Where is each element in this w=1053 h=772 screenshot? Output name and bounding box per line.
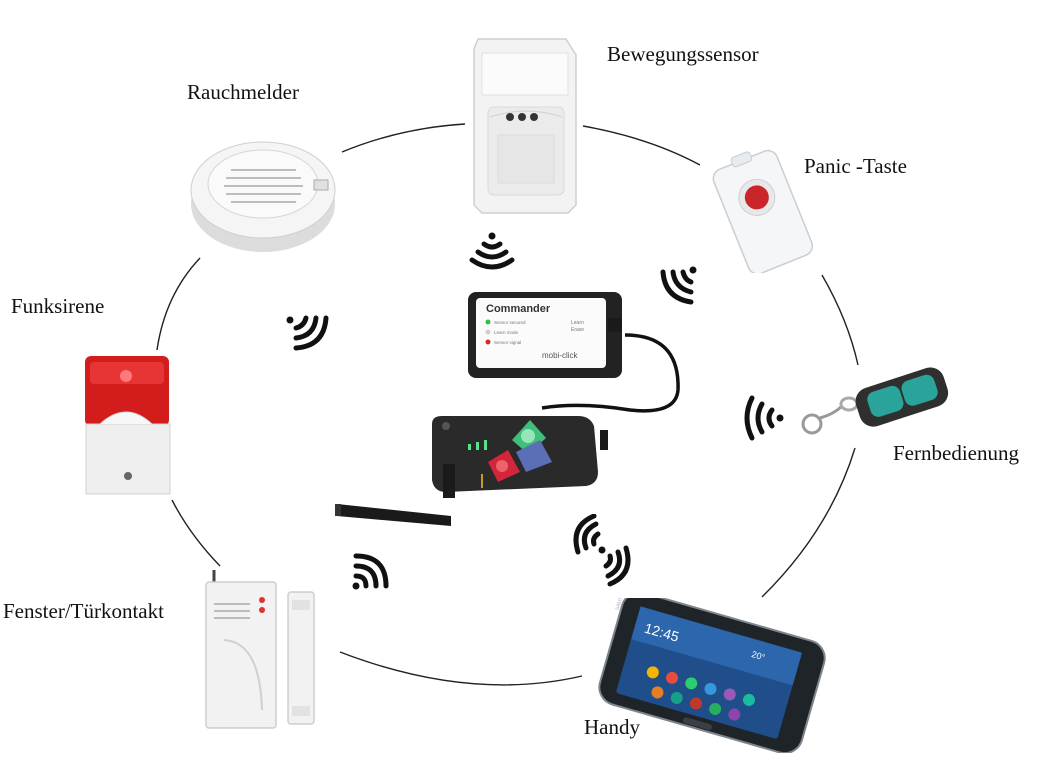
hub-brand: mobi-click	[542, 351, 579, 360]
panic-button-device	[712, 149, 814, 273]
arc-motion-to-panic	[582, 125, 701, 166]
gsm-antenna	[335, 464, 483, 526]
arc-panic-to-remote	[821, 274, 859, 366]
wifi-signal-icon-door	[352, 553, 389, 590]
door-contact-device	[205, 570, 315, 729]
label-door-contact: Fenster/Türkontakt	[3, 599, 164, 623]
arc-door-to-siren	[171, 499, 221, 567]
wifi-signal-icon-phone	[573, 514, 631, 587]
hub-line-3: Sensor signal	[494, 340, 521, 345]
label-phone: Handy	[584, 715, 640, 739]
hub-line-1: Sensor secured	[494, 320, 526, 325]
smoke-detector-device	[190, 141, 336, 252]
wifi-signal-icon-motion	[469, 232, 515, 270]
arc-remote-to-phone	[761, 447, 856, 598]
label-panic-button: Panic -Taste	[804, 154, 907, 178]
commander-title: Commander	[486, 303, 551, 315]
label-remote: Fernbedienung	[893, 441, 1019, 465]
hub-learn: Learn	[571, 320, 584, 326]
remote-control-device	[801, 367, 949, 435]
wifi-signal-icon-smoke	[286, 315, 329, 351]
motion-sensor-device	[473, 38, 577, 214]
hub-erase: Erase	[571, 327, 584, 333]
label-siren: Funksirene	[11, 294, 105, 318]
commander-hub: Commander Sensor secured Learn mode Sens…	[468, 292, 622, 378]
hub-cable	[541, 333, 680, 413]
arc-siren-to-smoke	[156, 257, 201, 351]
wifi-signal-icon-remote	[744, 395, 784, 441]
phone-weather: 20°	[750, 649, 766, 662]
arc-smoke-to-motion	[341, 123, 466, 153]
gsm-module	[432, 416, 608, 492]
wifi-signal-icon-panic	[660, 266, 697, 305]
hub-line-2: Learn mode	[494, 330, 519, 335]
siren-device	[85, 356, 171, 495]
arc-phone-to-door	[339, 651, 583, 686]
label-motion-sensor: Bewegungssensor	[607, 42, 759, 66]
label-smoke-detector: Rauchmelder	[187, 80, 299, 104]
phone-device: 12:45 20° SAMSUNG	[598, 598, 826, 753]
